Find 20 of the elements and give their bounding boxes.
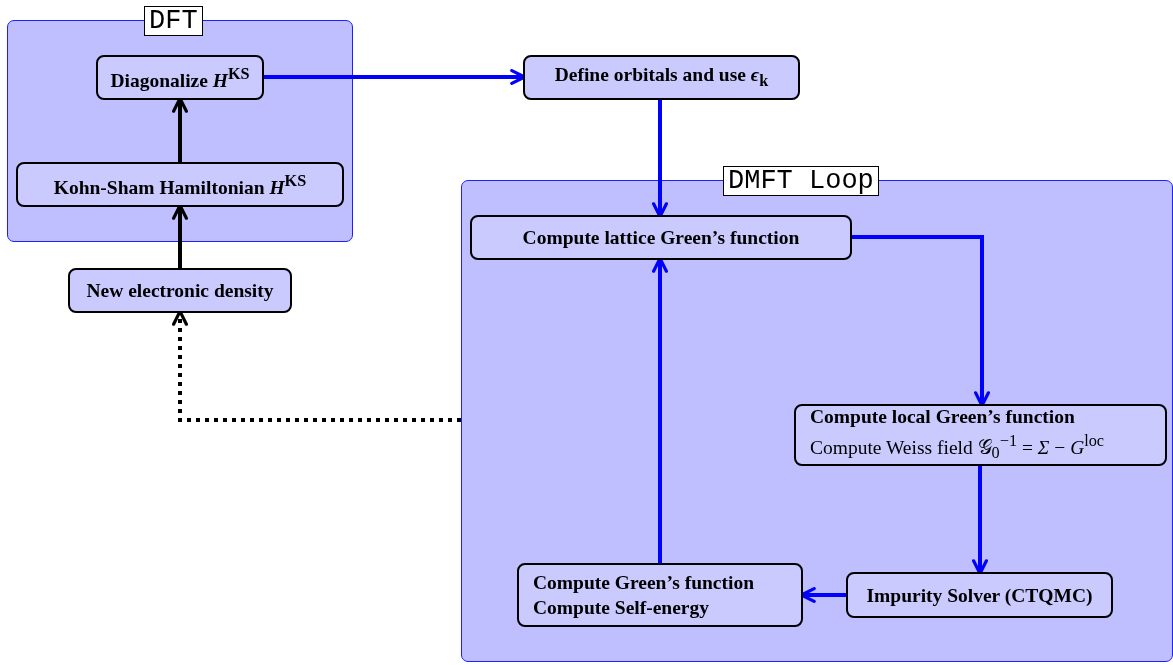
node-text: Compute lattice Green’s function xyxy=(522,226,800,250)
process-box xyxy=(16,162,344,207)
node-text: New electronic density xyxy=(86,279,274,303)
group-title: DMFT Loop xyxy=(723,166,879,196)
node-text: Define orbitals and use ϵ$_{k}$ xyxy=(554,62,769,92)
process-box xyxy=(517,563,803,627)
node-text: Kohn-Sham Hamiltonian H$^{KS}$ xyxy=(53,171,307,200)
process-box xyxy=(846,572,1113,618)
group-title: DFT xyxy=(144,6,203,36)
node-text: Diagonalize H$^{KS}$ xyxy=(110,64,250,93)
process-box xyxy=(523,55,800,100)
process-box xyxy=(794,404,1167,466)
process-box xyxy=(470,215,852,260)
process-box xyxy=(96,55,264,100)
process-box xyxy=(68,268,292,313)
node-text: Impurity Solver (CTQMC) xyxy=(866,583,1093,608)
node-text: Compute Green’s function xyxy=(533,571,754,595)
node-text: Compute local Green’s function xyxy=(810,404,1075,429)
node-text: Compute Self-energy xyxy=(533,596,709,620)
node-text: Compute Weiss field 𝒢$_{0}$$^{−1}$ = Σ − G$^{loc}$ xyxy=(810,430,1105,465)
